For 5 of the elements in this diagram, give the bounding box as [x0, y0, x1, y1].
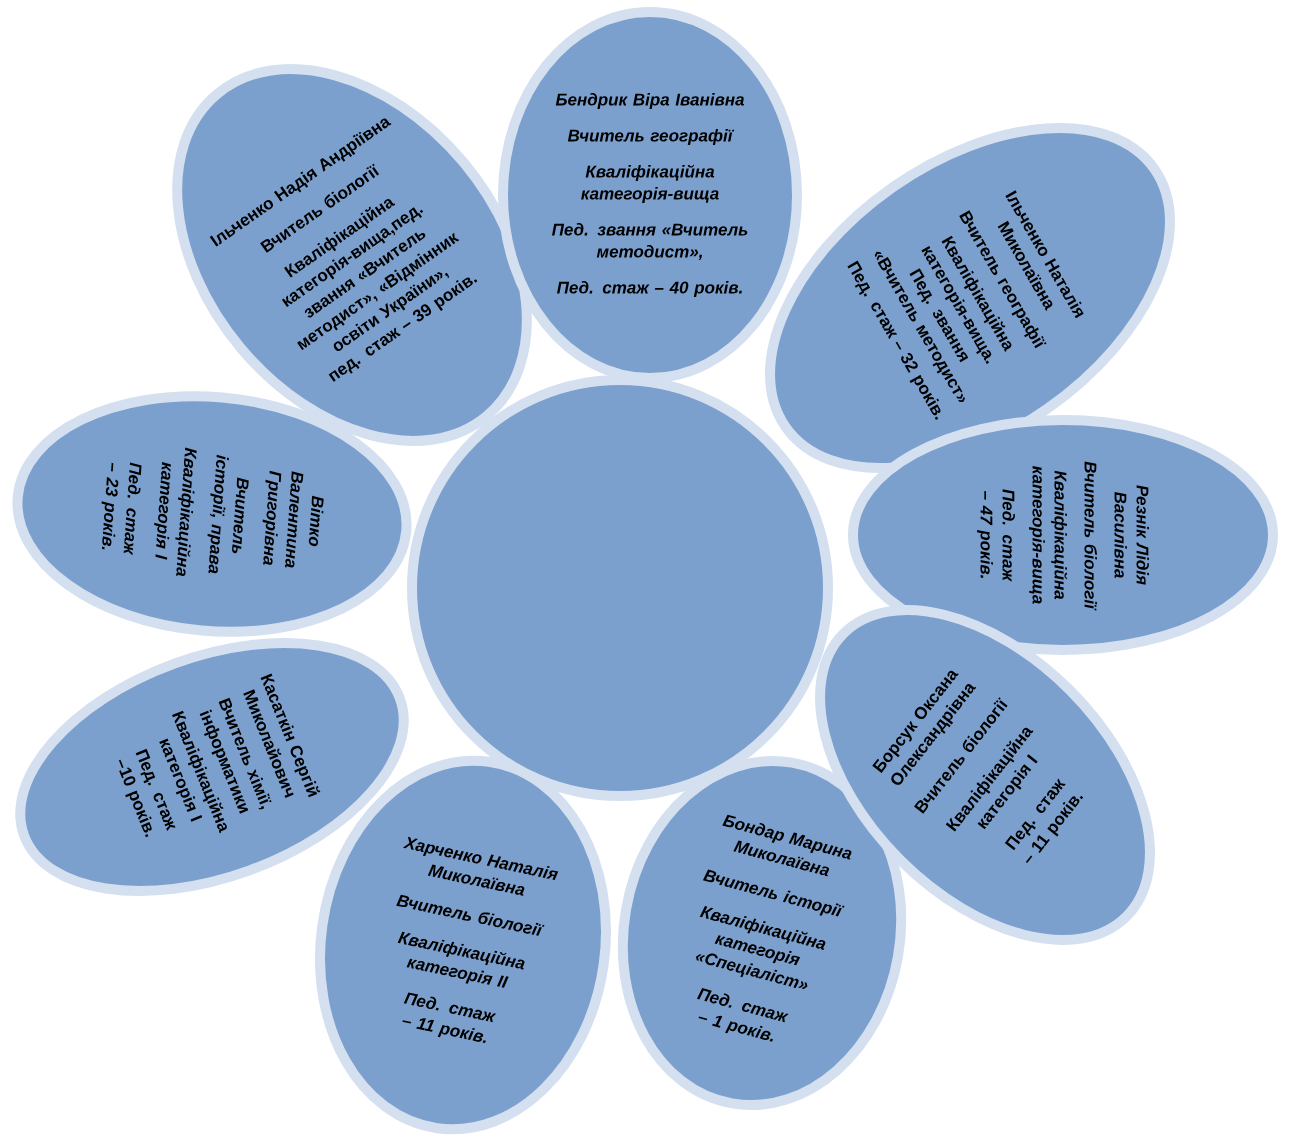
petal: Вітко Валентина Григорівна Вчитель історії, права Кваліфікаційна категорія І Пед. стаж – 23 років. [12, 391, 412, 637]
node-label: Пед. стаж – 11 років. [402, 992, 497, 1044]
node-label: Пед. стаж – 1 років. [697, 988, 789, 1042]
petal: Бендрик Віра Іванівна Вчитель географії Кваліфікаційна категорія-вища Пед. звання «Вчитель методист», Пед. стаж – 40 років. [498, 7, 802, 383]
flower-center [407, 375, 833, 801]
